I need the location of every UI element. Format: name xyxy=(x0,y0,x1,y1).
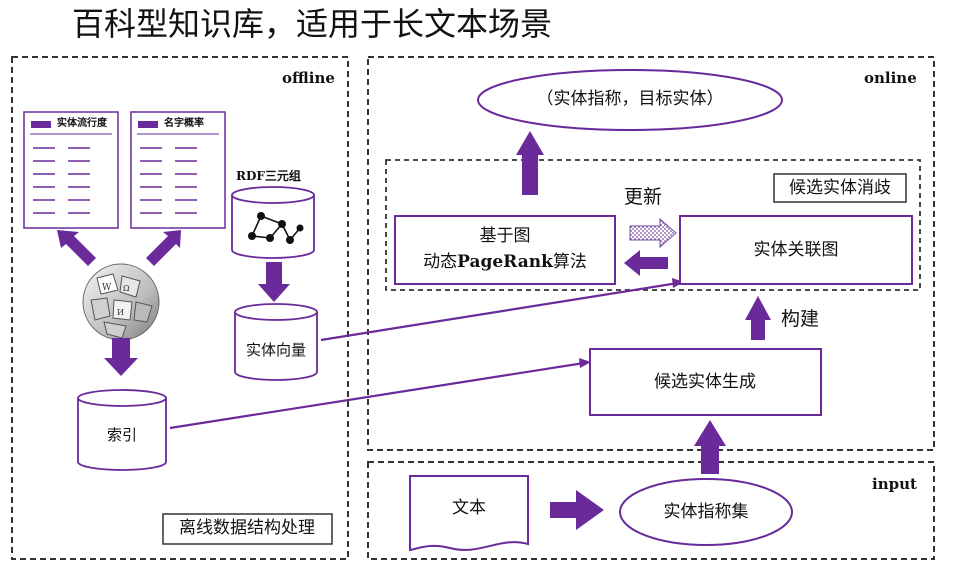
build-label: 构建 xyxy=(781,308,820,330)
relation-graph-label: 实体关联图 xyxy=(753,240,839,260)
text-document-shape xyxy=(409,475,529,552)
online-section xyxy=(367,56,935,451)
arrowhead-index-to-candidate xyxy=(579,358,591,368)
pagerank-line1: 基于图 xyxy=(479,226,531,246)
offline-caption: 离线数据结构处理 xyxy=(179,518,315,538)
arrow-build-up xyxy=(745,296,771,340)
candidate-gen-label: 候选实体生成 xyxy=(654,372,756,392)
relation-graph-box xyxy=(679,215,913,285)
probability-table-header: 名字概率 xyxy=(164,118,204,129)
arrow-globe-to-probability xyxy=(146,230,181,266)
arrowhead-vector-to-graph xyxy=(672,278,684,288)
index-cylinder xyxy=(77,389,167,471)
arrow-text-to-mentions xyxy=(550,490,604,530)
disambiguation-section xyxy=(385,159,921,291)
svg-text:W: W xyxy=(102,283,112,293)
arrow-input-to-candidate xyxy=(694,420,726,474)
input-section xyxy=(367,461,935,560)
arrow-up-to-output xyxy=(516,131,544,195)
offline-caption-box xyxy=(162,513,333,545)
entity-popularity-table xyxy=(23,111,119,229)
svg-text:И: И xyxy=(117,308,124,317)
disambiguation-label-box xyxy=(773,173,907,203)
graph-nodes-icon xyxy=(248,212,304,244)
arrow-globe-to-index xyxy=(104,338,138,376)
pagerank-line2: 动态PageRank算法 xyxy=(423,254,587,271)
index-label: 索引 xyxy=(106,426,138,444)
update-arrow-right xyxy=(629,217,677,249)
arrow-rdf-to-vector xyxy=(258,262,290,302)
text-label: 文本 xyxy=(452,498,486,518)
wikipedia-globe-icon: W Ω И xyxy=(82,263,160,341)
rdf-cylinder xyxy=(231,186,315,259)
entity-vector-cylinder xyxy=(234,303,318,381)
mention-set-ellipse xyxy=(619,478,793,546)
svg-text:Ω: Ω xyxy=(123,284,130,293)
line-vector-to-graph xyxy=(320,281,679,342)
rdf-label-text: RDF三元组 xyxy=(236,169,301,183)
output-ellipse xyxy=(477,69,783,131)
output-label: （实体指称，目标实体） xyxy=(536,89,724,109)
update-arrow-left xyxy=(624,250,668,276)
input-section-label: input xyxy=(872,475,917,493)
disambiguation-label: 候选实体消歧 xyxy=(789,178,891,198)
arrow-globe-to-popularity xyxy=(57,230,96,266)
entity-vector-label: 实体向量 xyxy=(245,341,307,359)
offline-section xyxy=(11,56,349,560)
update-label: 更新 xyxy=(624,186,663,208)
page-title: 百科型知识库，适用于长文本场景 xyxy=(72,5,553,43)
online-section-label: online xyxy=(864,69,917,87)
rdf-label: RDF三元组 xyxy=(236,170,301,182)
offline-section-label: offline xyxy=(282,69,335,87)
popularity-table-header: 实体流行度 xyxy=(57,118,107,129)
pagerank-suffix: 算法 xyxy=(552,252,587,272)
name-probability-table xyxy=(130,111,226,229)
pagerank-bold: PageRank xyxy=(457,252,553,272)
mention-set-label: 实体指称集 xyxy=(663,502,749,522)
candidate-gen-box xyxy=(589,348,822,416)
line-index-to-candidate xyxy=(169,361,585,430)
pagerank-box xyxy=(394,215,616,285)
pagerank-prefix: 动态 xyxy=(423,252,458,272)
